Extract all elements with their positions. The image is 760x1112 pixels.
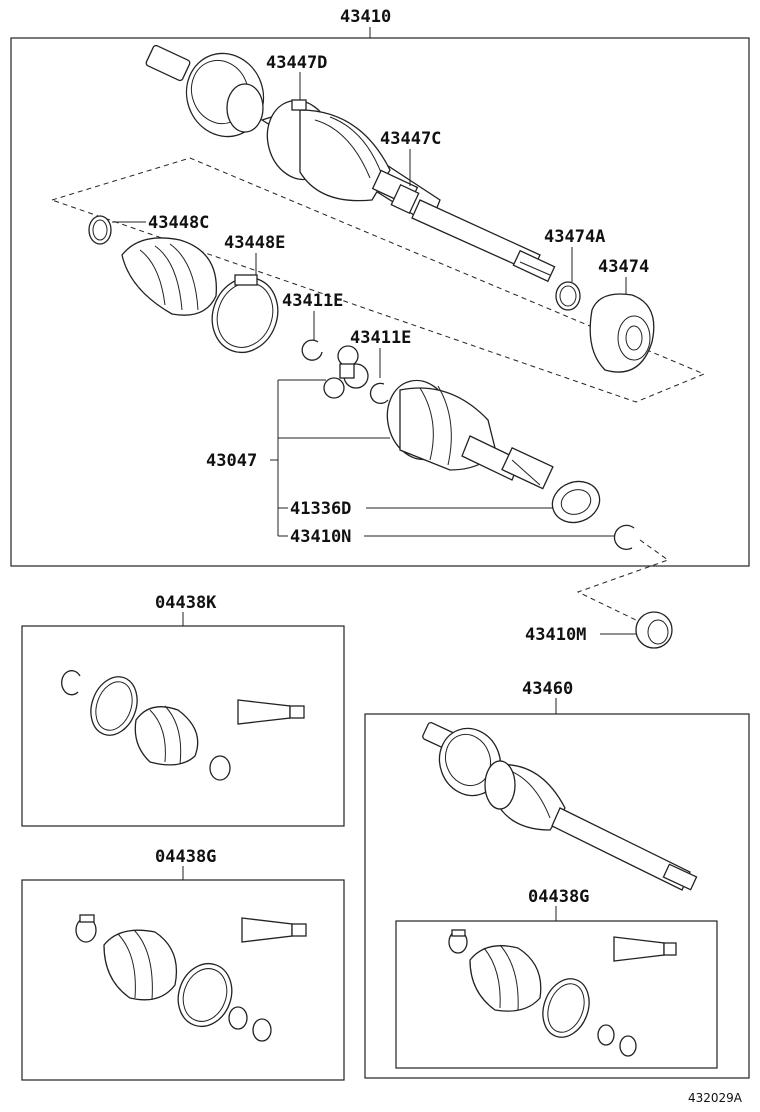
assembly-frame-43460	[364, 713, 750, 1079]
drive-shaft-43460	[422, 721, 698, 891]
label-04438g-1[interactable]: 04438G	[155, 847, 216, 867]
oil-seal-41336d	[551, 480, 601, 524]
kit-frame-04438g-2	[395, 920, 718, 1069]
snap-ring-43411e-2	[369, 382, 389, 404]
clamp-43448c	[88, 215, 112, 245]
label-43047[interactable]: 43047	[206, 451, 257, 471]
label-43410n[interactable]: 43410N	[290, 527, 351, 547]
label-41336d[interactable]: 41336D	[290, 499, 351, 519]
label-43448c[interactable]: 43448C	[148, 213, 209, 233]
dashed-leader-43410m	[576, 539, 670, 623]
snap-ring-43410n	[613, 524, 635, 550]
bearing-43410m	[635, 611, 673, 649]
label-43448e[interactable]: 43448E	[224, 233, 285, 253]
label-43447c[interactable]: 43447C	[380, 129, 441, 149]
diagram-reference-id: 432029A	[688, 1091, 743, 1105]
snap-ring-43411e-1	[301, 339, 323, 361]
label-43460[interactable]: 43460	[522, 679, 573, 699]
kit-frame-04438g-1	[21, 879, 345, 1081]
label-04438g-2[interactable]: 04438G	[528, 887, 589, 907]
kit-parts-04438g-1	[75, 914, 307, 1042]
label-04438k[interactable]: 04438K	[155, 593, 217, 613]
label-43410[interactable]: 43410	[340, 7, 391, 27]
assembly-frame-43410	[10, 37, 750, 567]
kit-dashed-outline	[50, 157, 706, 403]
drive-shaft-assembly	[145, 44, 556, 283]
boot-43448	[121, 237, 217, 316]
kit-frame-04438k	[21, 625, 345, 827]
label-43447d[interactable]: 43447D	[266, 53, 327, 73]
kit-parts-04438k	[61, 670, 305, 781]
label-43474[interactable]: 43474	[598, 257, 649, 277]
tripod-joint	[323, 345, 369, 399]
boot-band-43448e	[211, 274, 279, 353]
clamp-43474a	[555, 281, 581, 311]
kit-parts-04438g-2	[448, 929, 677, 1057]
label-43411e-1[interactable]: 43411E	[282, 291, 343, 311]
damper-43474	[589, 293, 655, 373]
label-43410m[interactable]: 43410M	[525, 625, 586, 645]
inner-joint-43047	[386, 379, 554, 490]
label-43411e-2[interactable]: 43411E	[350, 328, 411, 348]
label-43474a[interactable]: 43474A	[544, 227, 605, 247]
